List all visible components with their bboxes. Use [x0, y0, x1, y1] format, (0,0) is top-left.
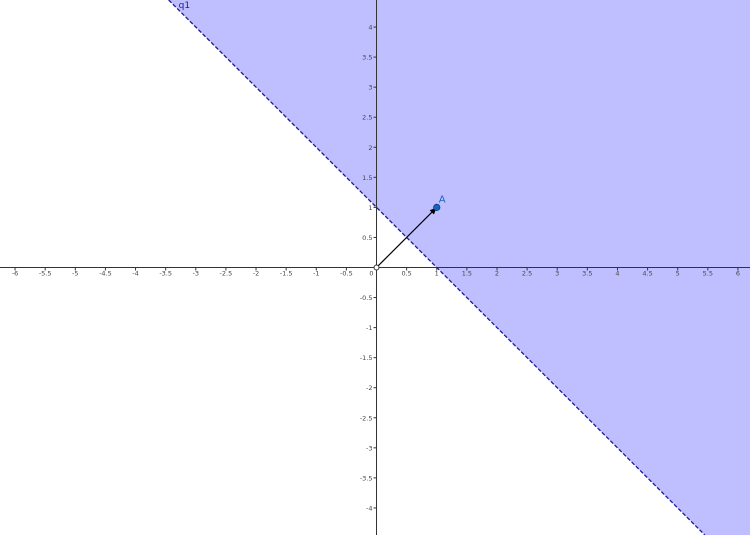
- point-a-label: A: [439, 194, 446, 205]
- x-tick-label: 3: [555, 270, 559, 278]
- x-tick-label: -4: [132, 270, 138, 278]
- y-tick-label: -3: [366, 444, 372, 452]
- y-tick-label: -3.5: [360, 474, 373, 482]
- y-tick-label: 0.5: [362, 234, 372, 242]
- y-tick-label: 3.5: [362, 54, 372, 62]
- x-tick-label: -1: [313, 270, 319, 278]
- x-tick-label: -2.5: [220, 270, 233, 278]
- y-tick-label: -1: [366, 324, 372, 332]
- x-tick-label: 3.5: [582, 270, 592, 278]
- x-tick-label: 5.5: [703, 270, 713, 278]
- x-tick-label: 0: [369, 270, 373, 278]
- x-tick-label: 4: [615, 270, 619, 278]
- y-tick-label: -4: [366, 504, 372, 512]
- origin-point[interactable]: [373, 264, 380, 271]
- y-tick-label: 1.5: [362, 174, 372, 182]
- point-a[interactable]: [433, 203, 441, 211]
- y-tick-label: -0.5: [360, 294, 373, 302]
- region-label: q1: [179, 1, 190, 11]
- y-axis-ticks: -4 -3.5 -3 -2.5 -2 -1.5 -1 -0.5 0.5 1 1.5 2 2.5 3 3.5 4: [360, 24, 377, 512]
- x-tick-label: -5: [72, 270, 78, 278]
- y-tick-label: -1.5: [360, 354, 373, 362]
- x-tick-label: 4.5: [642, 270, 652, 278]
- x-tick-label: 5: [676, 270, 680, 278]
- x-tick-label: -3.5: [159, 270, 172, 278]
- x-tick-label: 1.5: [462, 270, 472, 278]
- y-tick-label: 2: [368, 144, 372, 152]
- y-tick-label: 3: [368, 84, 372, 92]
- y-tick-label: 2.5: [362, 114, 372, 122]
- x-tick-label: -1.5: [280, 270, 293, 278]
- x-tick-label: 2.5: [522, 270, 532, 278]
- x-tick-label: -4.5: [99, 270, 112, 278]
- y-tick-label: -2.5: [360, 414, 373, 422]
- x-tick-label: -2: [253, 270, 259, 278]
- y-tick-label: 1: [368, 204, 372, 212]
- x-tick-label: -3: [193, 270, 199, 278]
- x-tick-label: 6: [736, 270, 740, 278]
- vector-arrow[interactable]: [376, 211, 433, 268]
- y-tick-label: 4: [368, 24, 372, 32]
- x-tick-label: -0.5: [340, 270, 353, 278]
- x-tick-label: -6: [12, 270, 18, 278]
- x-tick-label: 2: [495, 270, 499, 278]
- x-tick-label: -5.5: [39, 270, 52, 278]
- x-tick-label: 1: [435, 270, 439, 278]
- y-tick-label: -2: [366, 384, 372, 392]
- x-axis-ticks: -6 -5.5 -5 -4.5 -4 -3.5 -3 -2.5 -2 -1.5 -1 -0.5 0 0.5…: [12, 267, 740, 278]
- x-tick-label: 0.5: [401, 270, 411, 278]
